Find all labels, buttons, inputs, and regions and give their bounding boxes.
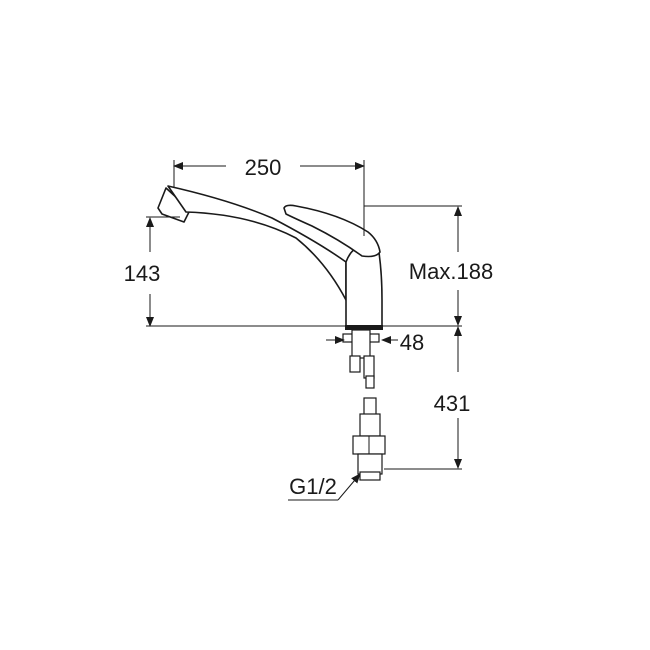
- thread-label: G1/2: [289, 474, 337, 499]
- dim-hose-length: [384, 326, 462, 470]
- thread-callout: [288, 473, 361, 501]
- dim-hose-length-label: 431: [434, 391, 471, 416]
- dim-reach-label: 250: [245, 155, 282, 180]
- hose-neck: [359, 413, 381, 437]
- hose-top: [363, 397, 377, 417]
- dim-reach: [173, 160, 365, 236]
- hose-end: [359, 471, 381, 481]
- dim-max-height: [364, 205, 462, 326]
- shank-tail: [365, 375, 375, 389]
- dim-base-diameter-label: 48: [400, 330, 424, 355]
- hose-fitting: [357, 453, 383, 475]
- faucet-outline: [157, 185, 383, 330]
- mounting-shank: [342, 329, 380, 389]
- shank-stud-left: [349, 355, 361, 373]
- shank-upper: [351, 329, 371, 359]
- base-ring: [345, 325, 383, 330]
- hose-connector: [352, 397, 386, 481]
- spout-arm: [167, 185, 347, 301]
- lever-handle: [283, 204, 381, 258]
- shank-stud-right: [363, 355, 375, 379]
- dim-spout-height: [146, 216, 180, 327]
- dim-spout-height-label: 143: [124, 261, 161, 286]
- dim-max-height-label: Max.188: [409, 259, 493, 284]
